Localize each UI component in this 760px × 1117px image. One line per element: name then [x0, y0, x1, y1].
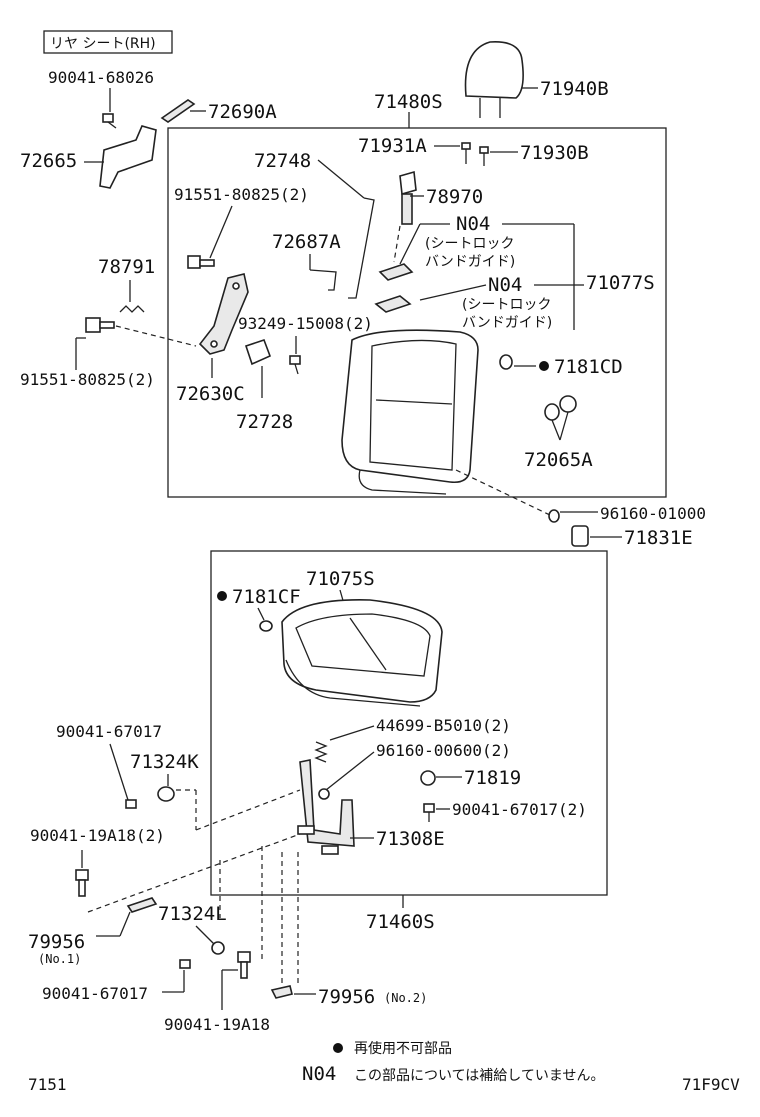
label-71077S: 71077S [586, 272, 655, 294]
label-79956-2-note: (No.2) [384, 991, 427, 1005]
label-n04-b-line1: (シートロック [462, 297, 551, 313]
cover-part-72728 [244, 338, 272, 366]
seat-cushion [281, 599, 443, 707]
nut-part-71324L [211, 941, 225, 955]
label-71940B: 71940B [540, 78, 609, 100]
headrest-part [464, 41, 524, 118]
screw-part-b [289, 355, 301, 375]
knob-part-72065A [544, 395, 577, 421]
lower-assembly-frame [210, 550, 608, 896]
legend-dot-text: 再使用不可部品 [354, 1040, 452, 1057]
rod-part [348, 197, 375, 299]
seat-back-cushion [341, 329, 479, 495]
seat-frame-part [297, 759, 355, 855]
screw-part [102, 113, 117, 129]
nut-part-71324K [157, 786, 175, 802]
label-90041-19A18-a: 90041-19A18(2) [30, 826, 165, 845]
clip-part-7181CF [259, 620, 273, 632]
label-n04-a: N04 [456, 213, 490, 235]
bolt-part-c [75, 869, 89, 897]
label-90041-67017-a: 90041-67017 [56, 722, 162, 741]
label-71324K: 71324K [130, 751, 199, 773]
label-n04-b-line2: バンドガイド) [462, 315, 552, 331]
band-guide-part-b [374, 295, 412, 313]
bolt-part-d [237, 951, 251, 979]
legend-n04-code: N04 [302, 1063, 336, 1085]
label-91551-80825-b: 91551-80825(2) [20, 370, 155, 389]
label-71324L: 71324L [158, 903, 227, 925]
label-90041-67017-c: 90041-67017 [42, 984, 148, 1003]
label-79956-1: 79956 [28, 931, 85, 953]
hinge-cover-part [99, 125, 157, 189]
cover-strip-part [160, 99, 196, 123]
label-90041-19A18-b: 90041-19A18 [164, 1015, 270, 1034]
label-44699-B5010: 44699-B5010(2) [376, 716, 511, 735]
label-71931A: 71931A [358, 135, 427, 157]
page-code: 7151 [28, 1075, 67, 1094]
label-90041-67017-b: 90041-67017(2) [452, 800, 587, 819]
label-lower-assembly: 71460S [366, 911, 435, 933]
band-guide-part-a [378, 263, 414, 281]
non-reusable-dot-a [539, 361, 549, 371]
bracket-part [309, 269, 337, 291]
diagram-code: 71F9CV [682, 1075, 740, 1094]
label-upper-assembly: 71480S [374, 91, 443, 113]
label-n04-a-line2: バンドガイド) [425, 254, 515, 270]
bolt-part-b [85, 317, 115, 333]
spring-part [119, 305, 145, 313]
label-7181CF: 7181CF [232, 586, 301, 608]
label-93249-15008: 93249-15008(2) [238, 314, 373, 333]
label-71819: 71819 [464, 767, 521, 789]
label-72748: 72748 [254, 150, 311, 172]
label-91551-80825-a: 91551-80825(2) [174, 185, 309, 204]
hinge-part [198, 273, 249, 355]
screw-part-e [179, 959, 191, 969]
label-71831E: 71831E [624, 527, 693, 549]
pin-part-a [461, 142, 471, 164]
clip-part-96160-00600 [318, 788, 330, 800]
label-72665: 72665 [20, 150, 77, 172]
label-72687A: 72687A [272, 231, 341, 253]
non-reusable-dot-b [217, 591, 227, 601]
plate-part-79956-2 [270, 985, 293, 999]
cover-part-71831E [571, 525, 589, 547]
screw-part-c [125, 799, 137, 809]
label-90041-68026: 90041-68026 [48, 68, 154, 87]
clip-part-96160-01000 [548, 509, 560, 523]
label-71075S: 71075S [306, 568, 375, 590]
pin-part-b [479, 146, 489, 166]
bolt-part-a [187, 255, 215, 269]
label-n04-b: N04 [488, 274, 522, 296]
label-72690A: 72690A [208, 101, 277, 123]
spring-part-b [314, 741, 328, 763]
label-79956-1-note: (No.1) [38, 952, 81, 966]
clip-part-7181CD [499, 354, 513, 370]
label-71930B: 71930B [520, 142, 589, 164]
label-96160-00600: 96160-00600(2) [376, 741, 511, 760]
legend-dot [333, 1043, 343, 1053]
label-72065A: 72065A [524, 449, 593, 471]
label-72630C: 72630C [176, 383, 245, 405]
label-78791: 78791 [98, 256, 155, 278]
label-79956-2: 79956 [318, 986, 375, 1008]
label-n04-a-line1: (シートロック [425, 236, 514, 252]
label-71308E: 71308E [376, 828, 445, 850]
label-78970: 78970 [426, 186, 483, 208]
plate-part-79956-1 [126, 897, 158, 913]
label-96160-01000: 96160-01000 [600, 504, 706, 523]
title-box [43, 30, 173, 54]
latch-part [399, 170, 417, 225]
screw-part-d [423, 803, 435, 822]
legend-n04-text: この部品については補給していません。 [354, 1068, 604, 1084]
label-7181CD: 7181CD [554, 356, 623, 378]
upper-assembly-frame [167, 127, 667, 498]
diagram-title: リヤ シート(RH) [50, 36, 156, 52]
label-72728: 72728 [236, 411, 293, 433]
cap-part-71819 [420, 770, 436, 786]
